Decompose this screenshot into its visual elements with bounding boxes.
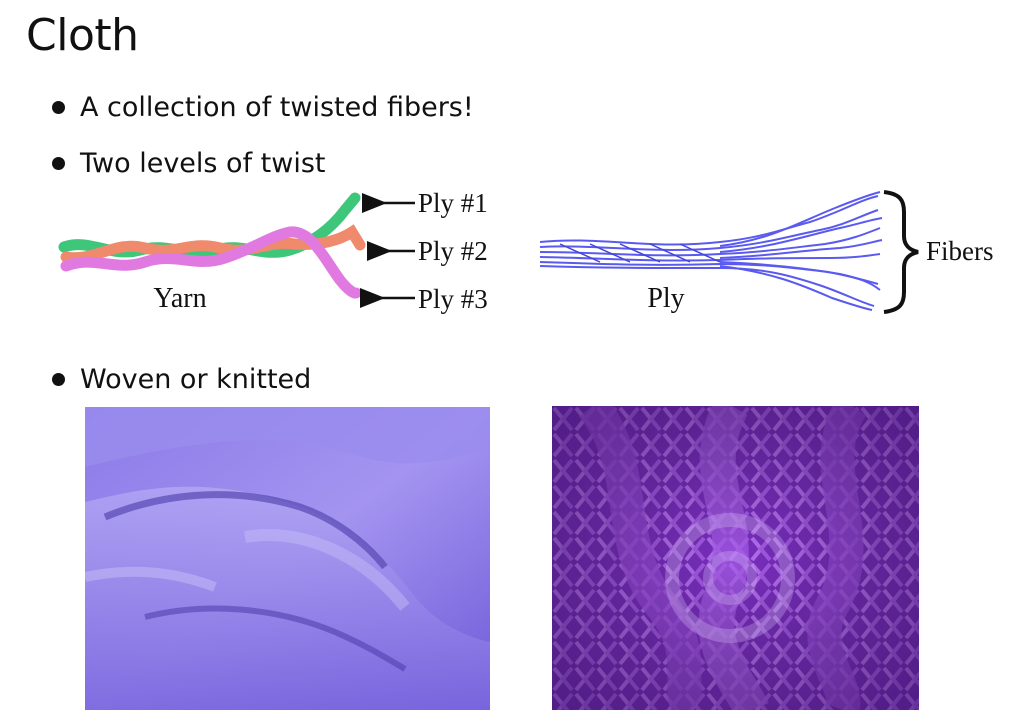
ply-3-label: Ply #3 xyxy=(418,284,488,314)
curly-brace-icon xyxy=(883,190,919,314)
bullet-text: Two levels of twist xyxy=(80,148,326,179)
ply-3-strand xyxy=(60,226,362,299)
yarn-illustration xyxy=(58,192,366,299)
slide-title: Cloth xyxy=(26,10,139,61)
bullet-dot-icon xyxy=(52,373,65,386)
bullet-item: Two levels of twist xyxy=(52,148,326,179)
bullet-item: A collection of twisted fibers! xyxy=(52,92,474,123)
bullet-item: Woven or knitted xyxy=(52,364,311,395)
bullet-text: Woven or knitted xyxy=(80,364,312,395)
bullet-text: A collection of twisted fibers! xyxy=(80,92,474,123)
yarn-caption: Yarn xyxy=(153,283,206,314)
woven-fabric-image xyxy=(85,407,490,710)
yarn-ply-diagram: Yarn Ply #1 Ply #2 Ply #3 Ply Fibers xyxy=(58,188,994,314)
ply-2-label: Ply #2 xyxy=(418,236,488,266)
knitted-fabric-image xyxy=(552,406,919,710)
ply-illustration xyxy=(539,191,883,311)
fibers-label: Fibers xyxy=(926,236,994,266)
bullet-dot-icon xyxy=(52,101,65,114)
bullet-dot-icon xyxy=(52,157,65,170)
ply-1-label: Ply #1 xyxy=(418,188,488,218)
ply-caption: Ply xyxy=(647,283,684,314)
